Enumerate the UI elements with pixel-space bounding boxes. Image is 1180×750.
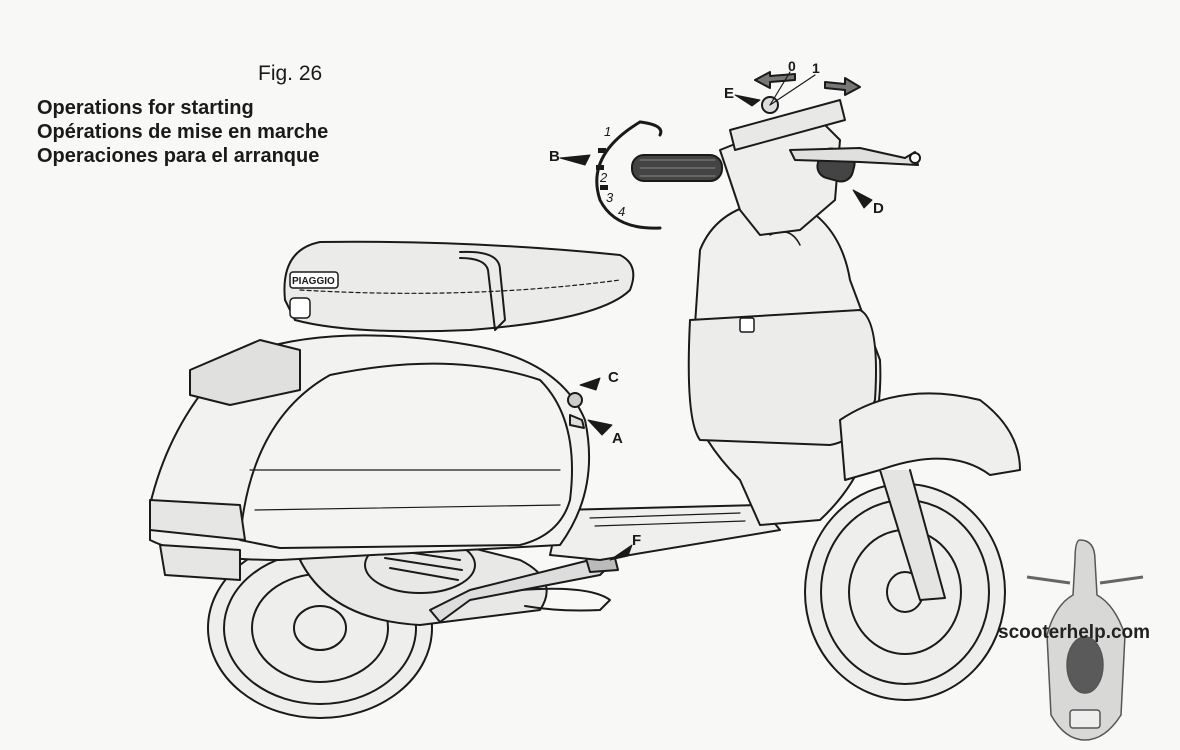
tail-light xyxy=(149,339,301,581)
gear-indicator xyxy=(595,120,663,230)
title-spanish: Operaciones para el arranque xyxy=(37,145,320,167)
callout-arrows xyxy=(559,94,873,561)
figure-number: Fig. 26 xyxy=(258,62,323,85)
callout-c: C xyxy=(608,369,619,386)
front-mudguard xyxy=(839,392,1021,601)
callout-f: F xyxy=(632,532,642,549)
throttle-grip xyxy=(789,147,921,183)
floorboard xyxy=(549,504,781,561)
gear-position-1: 1 xyxy=(604,124,612,139)
badge-brand: PIAGGIO xyxy=(292,276,335,287)
gear-position-2: 2 xyxy=(600,170,608,185)
watermark-text: scooterhelp.com xyxy=(998,622,1151,643)
callout-d: D xyxy=(873,200,884,217)
title-french: Opérations de mise en marche xyxy=(37,121,329,143)
ignition-switch xyxy=(754,71,861,114)
switch-position-off: 0 xyxy=(788,58,796,74)
callout-e: E xyxy=(724,85,735,102)
title-english: Operations for starting xyxy=(37,97,254,119)
callout-b: B xyxy=(549,148,560,165)
switch-position-on: 1 xyxy=(812,60,820,76)
seat xyxy=(283,240,635,333)
callout-a: A xyxy=(612,430,623,447)
leg-shield xyxy=(687,199,882,526)
fuel-tap xyxy=(567,392,585,429)
scooter-logo-icon xyxy=(1026,539,1144,741)
gear-grip xyxy=(631,154,723,182)
gear-position-3: 3 xyxy=(606,190,614,205)
gear-position-4: 4 xyxy=(618,204,626,219)
figure-titles: Operations for starting Opérations de mi… xyxy=(37,96,328,168)
